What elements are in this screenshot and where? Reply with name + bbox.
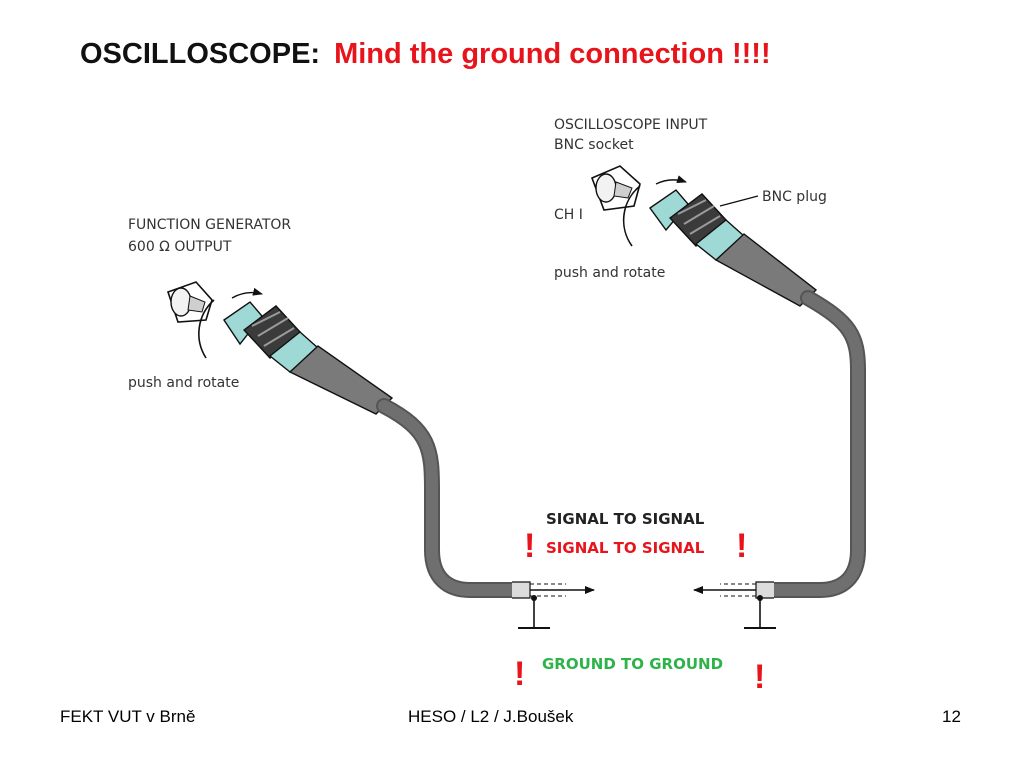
scope-cable-end	[693, 581, 774, 599]
generator-cable-outline	[376, 398, 522, 598]
signal-label-black: SIGNAL TO SIGNAL	[546, 510, 705, 528]
scope-cable	[766, 292, 864, 596]
scope-channel-label: CH I	[554, 207, 583, 223]
signal-warning-right: !	[736, 527, 747, 565]
generator-label-line1: FUNCTION GENERATOR	[128, 217, 291, 233]
ground-warning-left: !	[514, 655, 525, 693]
generator-bnc-socket	[166, 281, 213, 323]
generator-cable-end	[512, 581, 595, 599]
signal-warning-left: !	[524, 527, 535, 565]
scope-cable-outline	[764, 290, 866, 598]
generator-rotate-arrow	[198, 299, 215, 359]
generator-rotate-arrow-head	[231, 287, 263, 299]
title-main: OSCILLOSCOPE:	[80, 38, 321, 70]
generator-bnc-plug	[223, 301, 394, 415]
generator-action-label: push and rotate	[128, 375, 239, 391]
scope-rotate-arrow	[622, 185, 641, 247]
scope-bnc-plug	[649, 189, 818, 307]
scope-ground-symbol	[744, 595, 776, 629]
ground-warning-right: !	[754, 658, 765, 696]
scope-action-label: push and rotate	[554, 265, 665, 281]
generator-ground-symbol	[518, 595, 550, 629]
footer-institution: FEKT VUT v Brně	[60, 707, 196, 726]
scope-label-line2: BNC socket	[554, 137, 634, 153]
ground-label: GROUND TO GROUND	[542, 655, 723, 673]
footer-course: HESO / L2 / J.Boušek	[408, 707, 574, 726]
bnc-plug-label: BNC plug	[762, 189, 827, 205]
signal-label-red: SIGNAL TO SIGNAL	[546, 539, 705, 557]
scope-rotate-arrow-head	[655, 175, 687, 185]
scope-bnc-socket	[590, 165, 641, 211]
bnc-plug-leader-line	[719, 195, 759, 207]
footer-page-number: 12	[942, 707, 961, 726]
scope-label-line1: OSCILLOSCOPE INPUT	[554, 117, 708, 133]
generator-label-line2: 600 Ω OUTPUT	[128, 239, 232, 255]
title-accent: Mind the ground connection !!!!	[334, 38, 771, 70]
generator-cable	[378, 400, 520, 596]
slide-title: OSCILLOSCOPE: Mind the ground connection …	[80, 38, 771, 71]
